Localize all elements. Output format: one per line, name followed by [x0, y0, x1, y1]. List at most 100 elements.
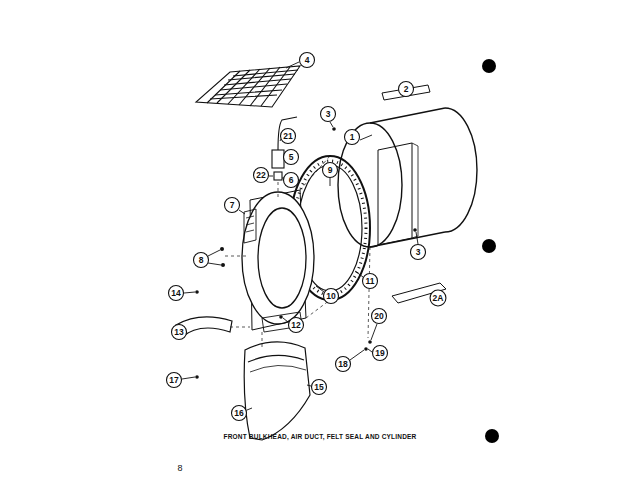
screws-part	[364, 347, 368, 351]
screws-part	[368, 340, 372, 344]
callout-circle	[232, 406, 247, 421]
baffle-strips-part	[392, 283, 446, 303]
alignment-lines-part	[230, 327, 250, 328]
page-number: 8	[177, 464, 182, 473]
screws-part	[195, 290, 199, 294]
leader-line	[208, 250, 220, 256]
callout-number: 14	[171, 289, 180, 298]
alignment-lines-part	[262, 332, 263, 348]
air-duct-part	[248, 355, 304, 362]
callout-number: 17	[169, 376, 178, 385]
leader-line	[330, 178, 331, 186]
callout-circle	[430, 290, 446, 306]
leader-line	[283, 318, 288, 322]
leader-line	[208, 263, 221, 265]
callout-circle	[345, 130, 360, 145]
leader-line	[307, 385, 311, 386]
callout-number: 2A	[433, 294, 444, 303]
screws-part	[332, 127, 336, 131]
air-duct	[176, 317, 310, 440]
callout-circle	[225, 198, 240, 213]
callout-circle	[323, 163, 338, 178]
rack-part	[207, 67, 290, 106]
callout-circle	[372, 309, 387, 324]
drum-part	[378, 143, 412, 245]
front-bulkhead-part	[242, 192, 314, 324]
front-bulkhead	[242, 190, 314, 332]
callout-circle	[289, 318, 304, 333]
callout-circle	[194, 253, 209, 268]
callout-number: 19	[375, 349, 384, 358]
leader-line	[286, 62, 299, 68]
leader-line	[330, 122, 333, 127]
leader-line	[371, 324, 377, 340]
callout-number: 3	[416, 248, 421, 257]
callout-number: 15	[314, 383, 323, 392]
leader-line	[316, 286, 324, 292]
alignment-lines-part	[368, 247, 370, 338]
callout-number: 9	[328, 166, 333, 175]
rack	[196, 66, 300, 107]
leader-line	[184, 292, 195, 293]
callout-number: 1	[350, 133, 355, 142]
screws-part	[413, 228, 417, 232]
alignment-lines-part	[278, 182, 279, 198]
callout-number: 13	[174, 328, 183, 337]
binder-holes-part	[485, 429, 499, 443]
callout-number: 20	[374, 312, 383, 321]
callout-circle	[373, 346, 388, 361]
callout-circle	[312, 380, 327, 395]
sensor-part	[272, 150, 284, 168]
callout-circles	[167, 53, 446, 421]
callout-number: 2	[404, 85, 409, 94]
callout-number: 12	[291, 321, 300, 330]
leader-line	[416, 232, 418, 244]
callout-circle	[281, 129, 296, 144]
callout-number: 5	[289, 153, 294, 162]
screws-part	[220, 247, 224, 251]
leader-line	[360, 135, 372, 140]
callout-circle	[167, 373, 182, 388]
callout-number: 22	[256, 171, 265, 180]
screws	[195, 127, 417, 379]
leader-lines	[182, 62, 418, 410]
leader-line	[182, 377, 195, 379]
callout-number: 16	[234, 409, 243, 418]
rack-part	[196, 66, 300, 107]
callout-circle	[363, 274, 378, 289]
leader-line	[350, 350, 364, 360]
callout-circle	[336, 357, 351, 372]
caption: FRONT BULKHEAD, AIR DUCT, FELT SEAL AND …	[223, 434, 416, 441]
binder-holes	[482, 59, 499, 443]
callout-number: 3	[326, 110, 331, 119]
alignment-lines-part	[306, 300, 330, 318]
screws-part	[221, 263, 225, 267]
callout-circle	[324, 289, 339, 304]
baffle-strips	[382, 85, 446, 303]
drum-part	[370, 108, 445, 247]
callout-number: 8	[199, 256, 204, 265]
binder-holes-part	[482, 59, 496, 73]
callout-number: 21	[283, 132, 292, 141]
callout-circle	[284, 150, 299, 165]
callout-circle	[321, 107, 336, 122]
callout-circle	[411, 245, 426, 260]
air-duct-part	[250, 365, 306, 372]
drum-part	[412, 143, 418, 238]
callout-number: 18	[338, 360, 347, 369]
callout-number: 7	[230, 201, 235, 210]
front-bulkhead-part	[258, 208, 306, 308]
leader-line	[355, 271, 363, 277]
air-duct-part	[244, 342, 310, 440]
leader-line	[269, 176, 273, 177]
sensor	[272, 117, 297, 180]
leader-line	[368, 349, 372, 352]
callout-number: 11	[366, 277, 375, 286]
screws-part	[195, 375, 199, 379]
alignment-lines	[225, 156, 370, 348]
front-bulkhead-part	[262, 312, 302, 332]
baffle-strips-part	[382, 85, 430, 100]
alignment-lines-part	[225, 256, 248, 257]
